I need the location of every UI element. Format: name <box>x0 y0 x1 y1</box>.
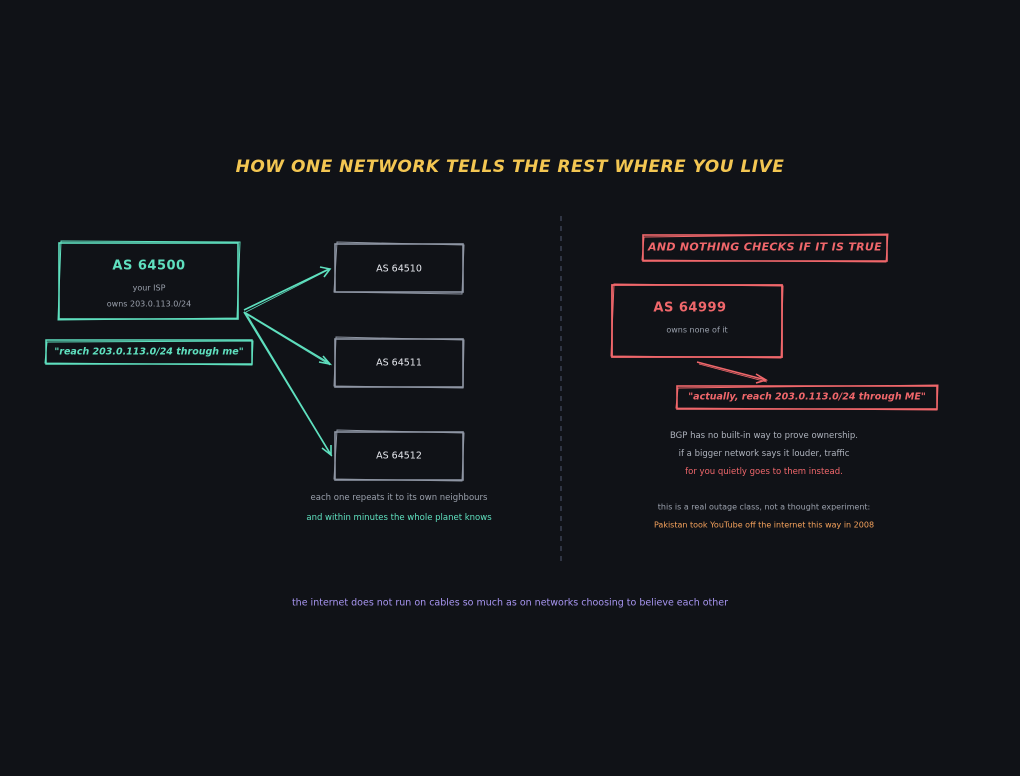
neighbor-box-64511 <box>333 336 465 389</box>
neighbor-label-64512: AS 64512 <box>376 450 422 462</box>
hijack-banner: AND NOTHING CHECKS IF IT IS TRUE <box>648 240 882 254</box>
hijack-announcement: "actually, reach 203.0.113.0/24 through … <box>688 391 926 403</box>
origin-owns: owns 203.0.113.0/24 <box>106 299 192 309</box>
hijacker-as-box <box>610 283 784 359</box>
neighbor-label-64511: AS 64511 <box>376 357 422 369</box>
origin-role: your ISP <box>132 283 166 293</box>
hijack-banner-box <box>641 233 889 263</box>
hijacker-as-name: AS 64999 <box>653 300 727 316</box>
propagation-note-1: each one repeats it to its own neighbour… <box>310 493 488 503</box>
explain-line-2: if a bigger network says it louder, traf… <box>678 449 850 459</box>
origin-as-box <box>57 240 241 321</box>
explain-line-1: BGP has no built-in way to prove ownersh… <box>669 431 859 441</box>
hijack-announcement-box <box>675 384 939 411</box>
hijack-arrow <box>696 361 768 384</box>
origin-announcement: "reach 203.0.113.0/24 through me" <box>54 346 244 358</box>
neighbor-box-64510 <box>333 241 465 295</box>
neighbor-label-64510: AS 64510 <box>376 263 422 275</box>
propagation-note-2: and within minutes the whole planet know… <box>306 513 492 523</box>
diagram-title: HOW ONE NETWORK TELLS THE REST WHERE YOU… <box>235 157 785 177</box>
explain-line-3: for you quietly goes to them instead. <box>685 467 843 477</box>
announce-arrows <box>243 266 333 457</box>
origin-announcement-box <box>44 339 254 366</box>
footer-caption: the internet does not run on cables so m… <box>291 597 729 609</box>
origin-as-name: AS 64500 <box>112 258 186 274</box>
hijacker-owns: owns none of it <box>666 325 728 335</box>
neighbor-box-64512 <box>333 429 465 482</box>
real-outage-note: this is a real outage class, not a thoug… <box>657 502 871 512</box>
pakistan-youtube-note: Pakistan took YouTube off the internet t… <box>653 520 875 530</box>
